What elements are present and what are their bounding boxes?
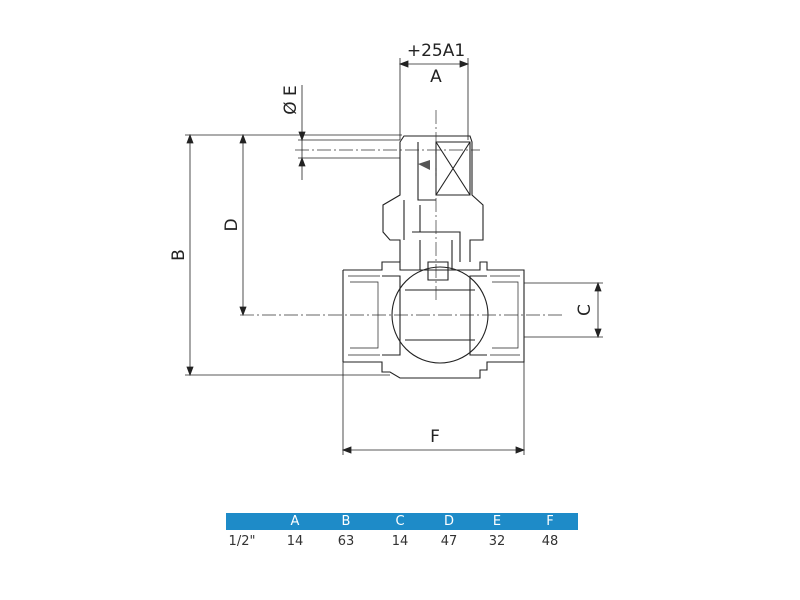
header-b: B [341, 514, 351, 529]
dim-e-label: Ø E [281, 85, 301, 115]
dimension-table-header: A B C D E F [226, 513, 578, 530]
header-d: D [443, 514, 454, 529]
header-a: A [290, 514, 300, 529]
valve-bonnet [382, 135, 484, 281]
top-note-label: +25A1 [407, 41, 465, 61]
dim-c-label: C [575, 304, 595, 316]
cell-size: 1/2" [228, 534, 256, 549]
header-e: E [492, 514, 502, 529]
header-c: C [395, 514, 405, 529]
dim-f-label: F [430, 427, 440, 447]
cell-a: 14 [286, 534, 304, 549]
valve-body [342, 261, 525, 379]
cell-c: 14 [391, 534, 409, 549]
cell-e: 32 [488, 534, 506, 549]
dim-b-label: B [169, 249, 189, 261]
dim-a-label: A [430, 67, 442, 87]
cell-b: 63 [337, 534, 355, 549]
cell-d: 47 [440, 534, 458, 549]
header-f: F [546, 514, 554, 529]
dimension-lines [185, 58, 603, 455]
cell-f: 48 [541, 534, 559, 549]
dim-d-label: D [222, 218, 242, 231]
